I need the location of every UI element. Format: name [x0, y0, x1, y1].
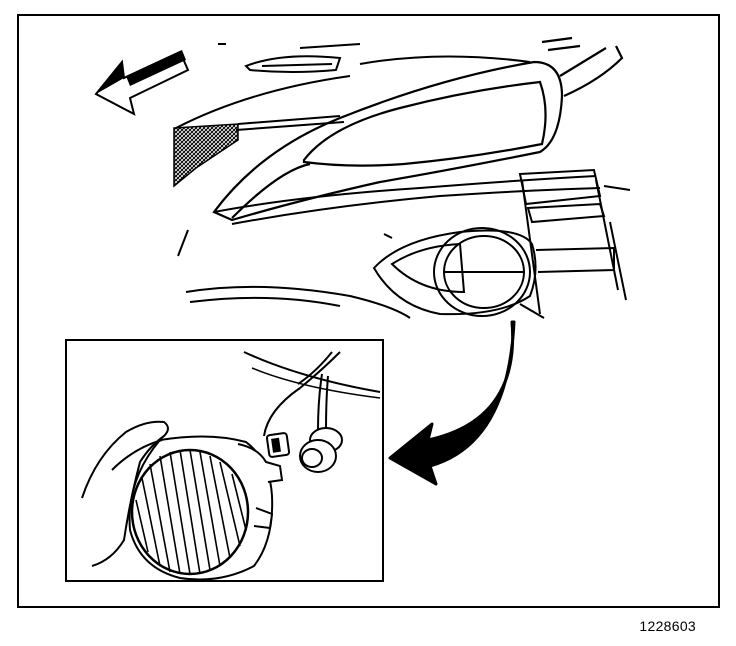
bulb-socket: [299, 427, 343, 473]
fog-lamp-assembly: [372, 227, 545, 319]
fascia-edge-line: [243, 351, 381, 393]
forward-arrow-icon: [94, 50, 190, 116]
electrical-connector: [265, 432, 291, 458]
illustration-frame: [17, 14, 720, 608]
headlamp: [212, 36, 624, 222]
hand: [81, 420, 169, 567]
wiring-harness: [263, 351, 341, 437]
windshield-section: [173, 123, 239, 188]
figure-id-label: 1228603: [639, 618, 696, 634]
callout-arrow-icon: [388, 320, 516, 486]
fog-lamp-lens: [130, 448, 250, 576]
hood-lines: [175, 43, 531, 131]
front-fascia: [177, 168, 631, 319]
